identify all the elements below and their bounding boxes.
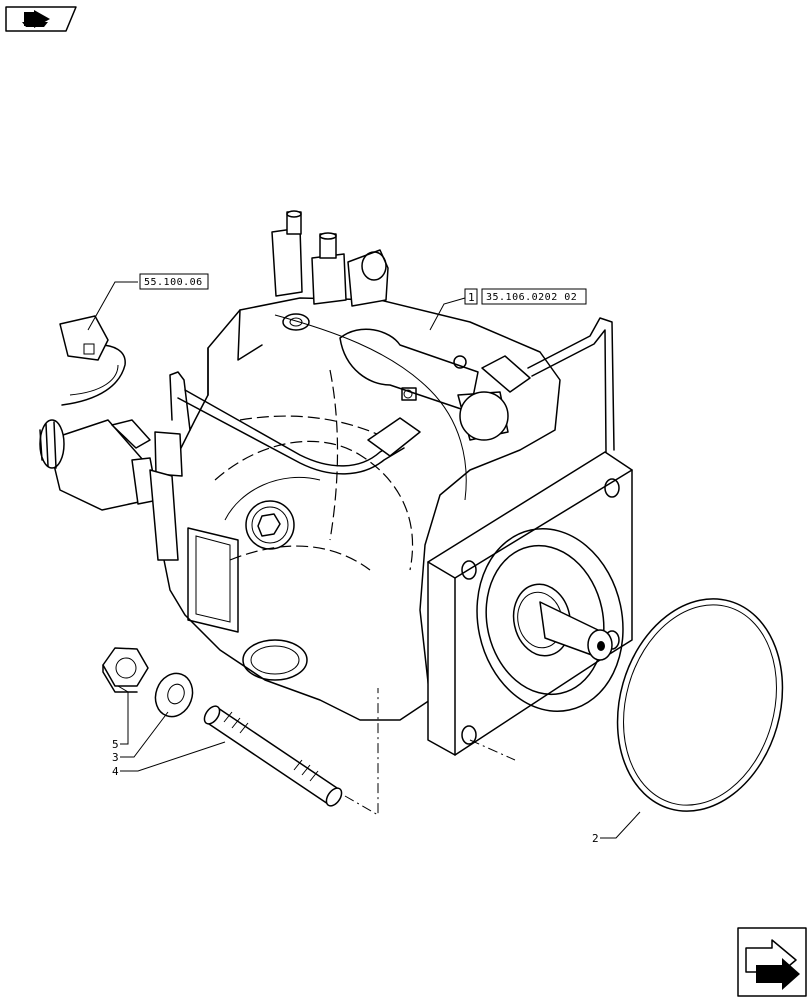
solenoid-actuator (39, 315, 179, 561)
alignment-line (344, 688, 379, 816)
mounting-flange (427, 451, 633, 756)
callout-2: 2 (592, 832, 599, 845)
book-arrow-icon[interactable] (5, 6, 77, 32)
assembly-reference[interactable]: 35.106.0202 02 (486, 292, 577, 303)
stud-bolt (203, 705, 343, 807)
washer (154, 672, 194, 718)
wiring-ref-box[interactable] (139, 273, 209, 290)
hex-nut (102, 647, 149, 693)
callout-5: 5 (112, 738, 119, 751)
assembly-ref-box[interactable] (481, 288, 587, 305)
o-ring (616, 598, 784, 812)
callout-1: 1 (468, 291, 475, 304)
control-pipes (154, 317, 615, 477)
callout-1-box (464, 288, 478, 305)
leader-lines (87, 281, 641, 839)
callout-3: 3 (112, 751, 119, 764)
callout-4: 4 (112, 765, 119, 778)
wiring-reference[interactable]: 55.100.06 (144, 277, 203, 288)
control-valves (271, 210, 389, 307)
pump-housing (159, 297, 561, 721)
next-page-arrow-icon[interactable] (737, 927, 807, 997)
flange-centerline (469, 739, 516, 761)
